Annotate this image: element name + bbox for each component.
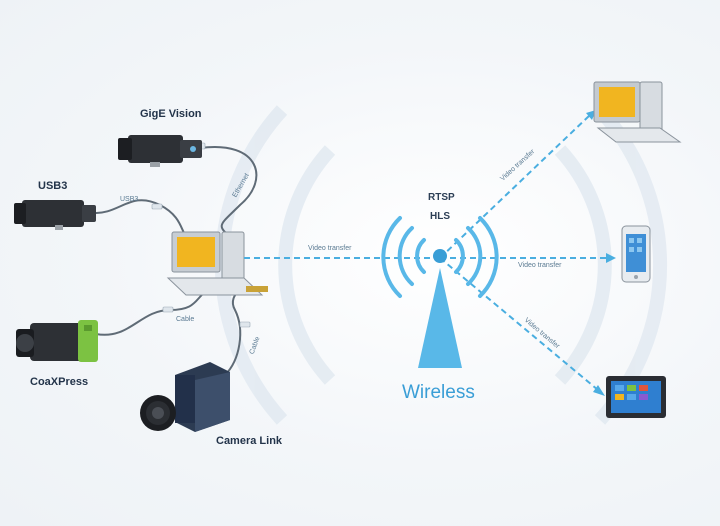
cable-label-3: Cable <box>176 316 195 323</box>
transfer-lines <box>244 114 608 391</box>
wireless-label: Wireless <box>402 382 475 403</box>
usb3-camera-icon <box>14 200 96 230</box>
camera-link-camera-icon <box>140 362 230 432</box>
video-transfer-main-label: Video transfer <box>308 245 352 252</box>
coaxpress-cable <box>95 291 206 336</box>
desktop-icon <box>593 81 682 143</box>
rtsp-label: RTSP <box>428 192 455 203</box>
background-arcs <box>215 105 667 425</box>
gige-cable <box>199 145 258 239</box>
coaxpress-camera-icon <box>16 320 98 362</box>
hls-label: HLS <box>430 211 450 222</box>
coaxpress-label: CoaXPress <box>30 376 89 388</box>
gige-label: GigE Vision <box>140 108 202 120</box>
video-transfer-phone-label: Video transfer <box>518 262 562 269</box>
tablet-icon <box>606 376 666 418</box>
camera-link-label: Camera Link <box>216 435 283 447</box>
usb3-label: USB3 <box>38 180 68 192</box>
gige-camera-icon <box>118 135 202 167</box>
cable-label-2: USB3 <box>120 196 139 203</box>
antenna-icon <box>381 216 499 368</box>
smartphone-icon <box>621 225 651 283</box>
pc-icon <box>166 231 268 296</box>
